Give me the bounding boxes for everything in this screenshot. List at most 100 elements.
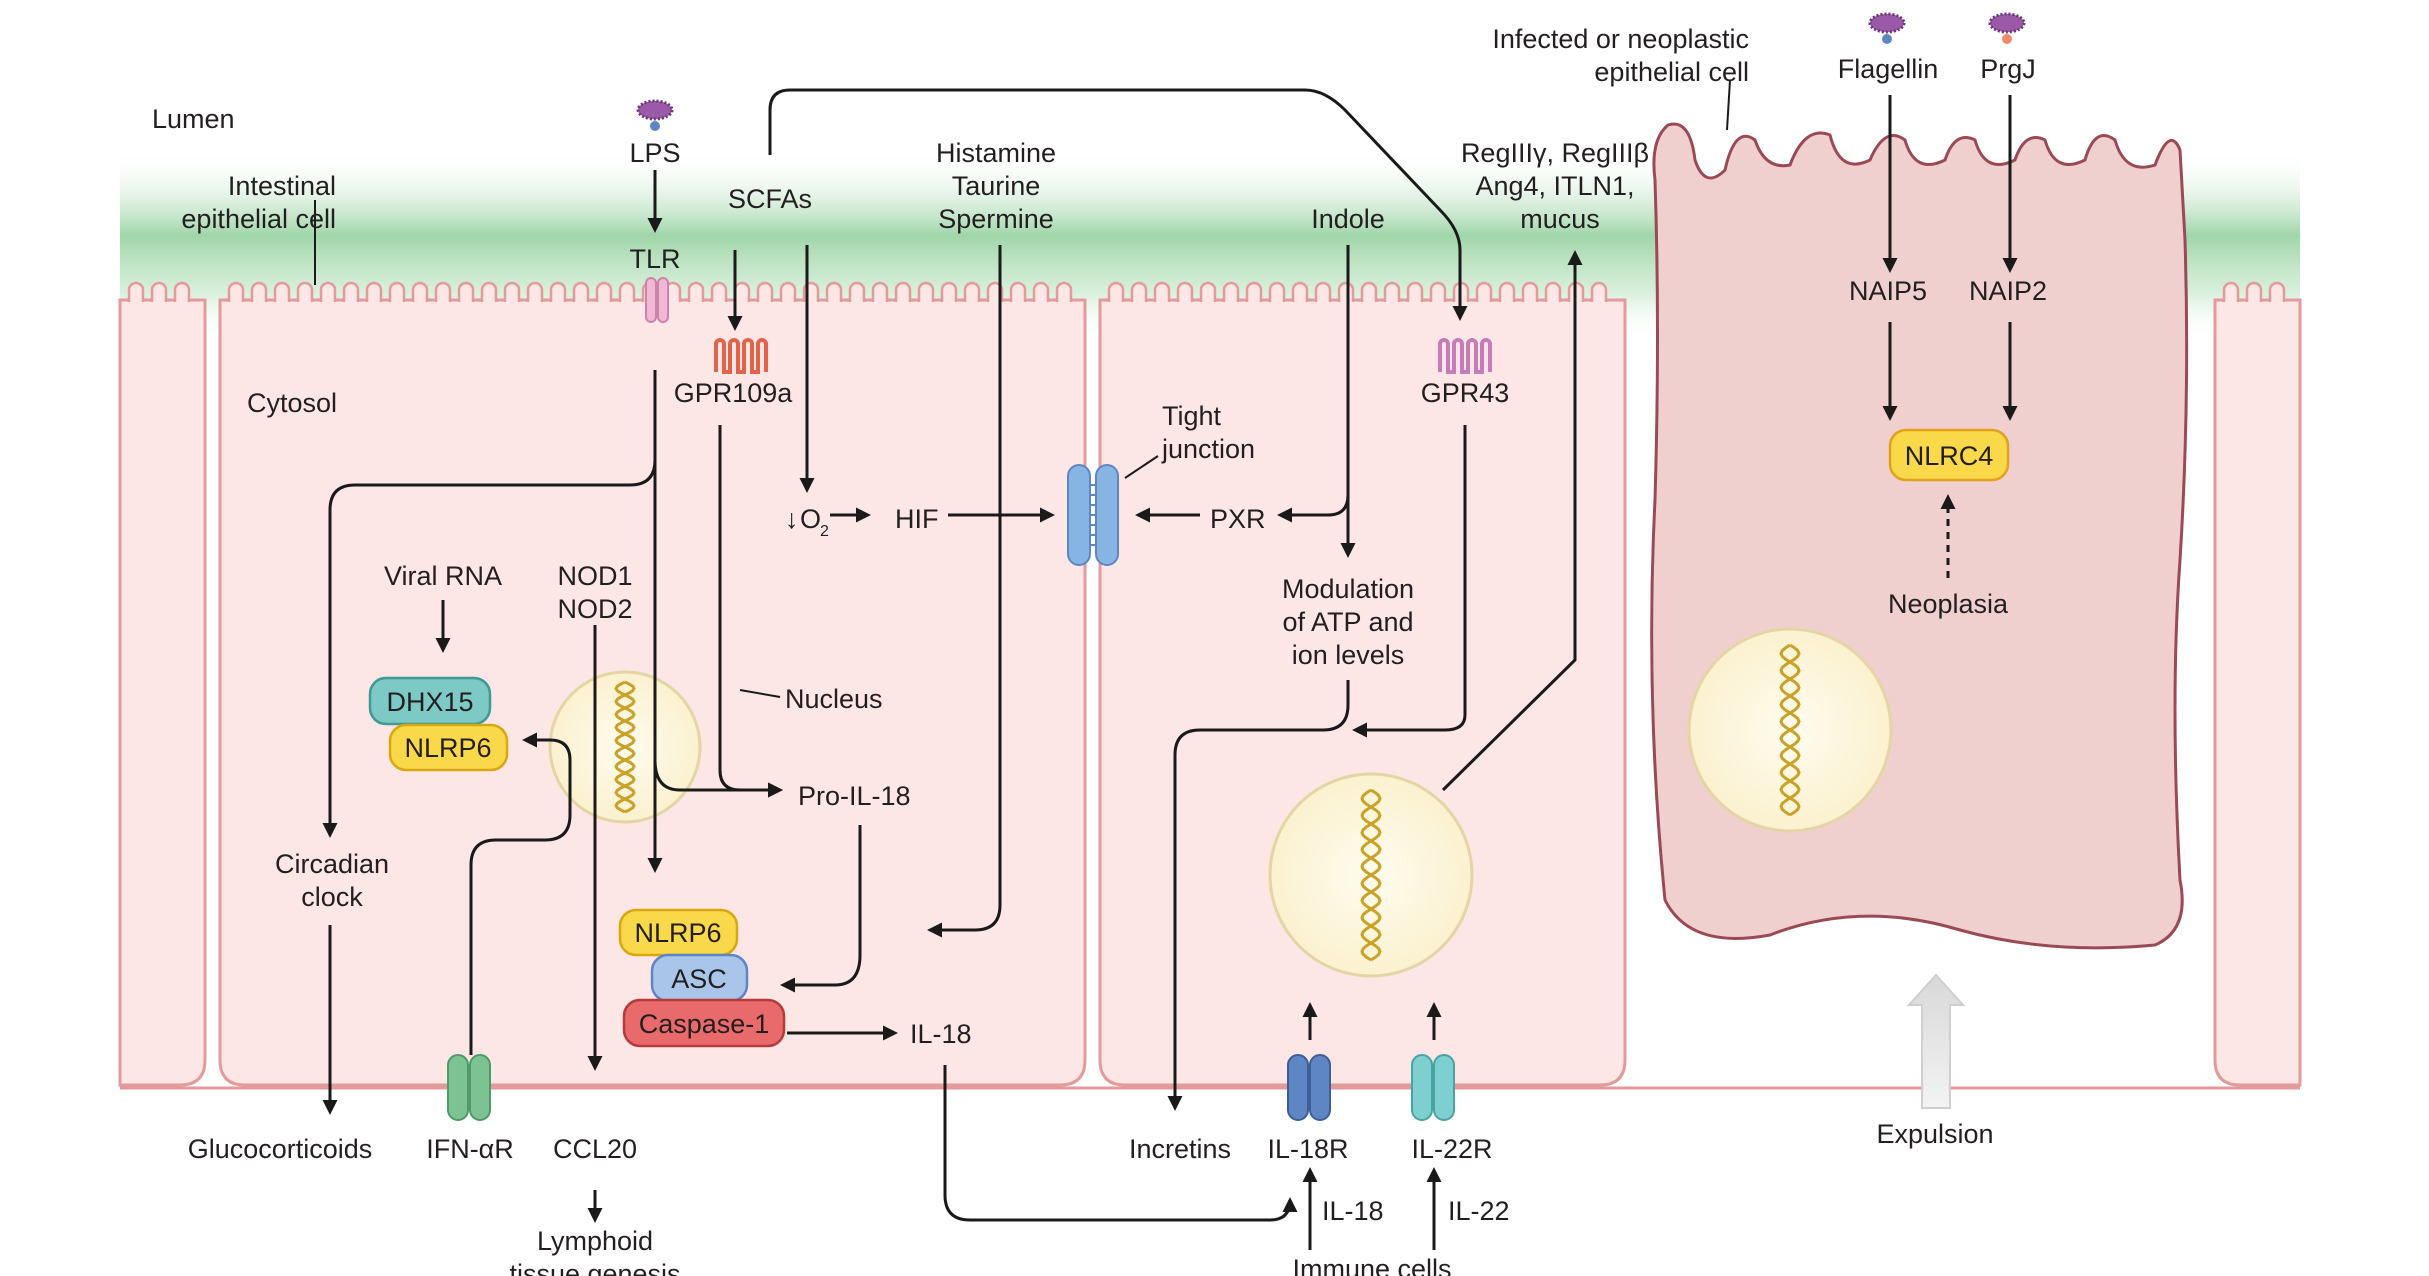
microvillus	[1590, 281, 1608, 302]
gpr43-gpcr-icon	[1438, 338, 1492, 374]
nlrp6-inflammasome-label: NLRP6	[634, 918, 721, 948]
microvillus	[2222, 281, 2240, 302]
il22r-label: IL-22R	[1411, 1134, 1492, 1164]
microvillus	[1130, 281, 1148, 302]
lymphoid-line2: tissue genesis	[509, 1259, 680, 1276]
microvillus	[1475, 281, 1493, 302]
scfas-label: SCFAs	[728, 184, 812, 214]
asc-protein: ASC	[650, 953, 749, 1003]
dhx15-protein: DHX15	[368, 676, 492, 726]
modulation-line3: ion levels	[1292, 640, 1405, 670]
microvillus	[250, 281, 268, 302]
ifn-ar-label: IFN-αR	[426, 1134, 514, 1164]
bacterium-icon-lps	[636, 99, 674, 131]
tlr-receptor-icon	[645, 277, 669, 323]
infected-epithelial-cell	[1650, 122, 2189, 950]
caspase1-label: Caspase-1	[639, 1009, 770, 1039]
microvillus	[173, 281, 191, 302]
tight-junction-line2: junction	[1161, 434, 1255, 464]
microvillus	[710, 281, 728, 302]
lumen-label: Lumen	[152, 104, 235, 134]
microvillus	[457, 281, 475, 302]
viral-rna-label: Viral RNA	[384, 561, 502, 591]
bacterium-icon-prgj	[1988, 12, 2026, 44]
microvillus	[894, 281, 912, 302]
taurine-label: Taurine	[952, 171, 1041, 201]
modulation-line2: of ATP and	[1282, 607, 1413, 637]
microvillus	[1498, 281, 1516, 302]
microvillus	[1107, 281, 1125, 302]
microvillus	[1009, 281, 1027, 302]
microvillus	[825, 281, 843, 302]
o2-label: O	[800, 504, 821, 534]
microvillus	[963, 281, 981, 302]
microvillus	[526, 281, 544, 302]
gpr109a-gpcr-icon	[714, 338, 768, 374]
il18-out-label: IL-18	[910, 1019, 972, 1049]
caspase1-protein: Caspase-1	[622, 998, 786, 1048]
dna-helix-icon	[1360, 788, 1382, 962]
nlrp6-top-protein: NLRP6	[388, 723, 509, 772]
il22r-receptor-icon	[1411, 1054, 1455, 1121]
ifn-ar-receptor-icon	[447, 1054, 491, 1121]
nod1-label: NOD1	[557, 561, 632, 591]
reg-line3: mucus	[1520, 204, 1600, 234]
microvillus	[319, 281, 337, 302]
microvillus	[127, 281, 145, 302]
o2-subscript: 2	[820, 523, 829, 540]
cell-right	[1098, 298, 1627, 1087]
microvillus	[365, 281, 383, 302]
nlrp6-inflammasome-protein: NLRP6	[618, 908, 739, 957]
dhx15-label: DHX15	[386, 687, 473, 717]
indole-label: Indole	[1311, 204, 1385, 234]
microvillus	[871, 281, 889, 302]
circadian-line2: clock	[301, 882, 363, 912]
intestinal-epithelial-cell-line1: Intestinal	[228, 171, 336, 201]
microvillus	[618, 281, 636, 302]
dna-helix-icon	[1779, 643, 1801, 817]
microvillus	[1268, 281, 1286, 302]
nucleus-infected	[1687, 627, 1893, 833]
dna-helix-icon	[614, 680, 636, 814]
microvillus	[411, 281, 429, 302]
intestinal-epithelial-cell-line2: epithelial cell	[181, 204, 336, 234]
gpr109a-label: GPR109a	[674, 378, 794, 408]
neoplasia-label: Neoplasia	[1888, 589, 2009, 619]
microvillus	[2268, 281, 2286, 302]
microvillus	[1055, 281, 1073, 302]
nlrc4-protein: NLRC4	[1888, 428, 2010, 482]
tight-junction-line1: Tight	[1162, 401, 1222, 431]
pathway-arrows	[314, 79, 2018, 1250]
microvillus	[1360, 281, 1378, 302]
ccl20-label: CCL20	[553, 1134, 637, 1164]
tlr-label: TLR	[629, 244, 680, 274]
infected-cell-line2: epithelial cell	[1594, 57, 1749, 87]
tight-junction-icon	[1067, 464, 1119, 566]
microvillus	[1337, 281, 1355, 302]
microvillus	[1245, 281, 1263, 302]
naip2-label: NAIP2	[1969, 276, 2047, 306]
il22-in-label: IL-22	[1448, 1196, 1510, 1226]
il18r-receptor-icon	[1287, 1054, 1331, 1121]
circadian-line1: Circadian	[275, 849, 389, 879]
il18r-label: IL-18R	[1267, 1134, 1348, 1164]
dna-strand	[614, 680, 636, 814]
dna-strand	[1360, 788, 1382, 962]
nucleus-label: Nucleus	[785, 684, 883, 714]
microvillus	[733, 281, 751, 302]
pxr-label: PXR	[1210, 504, 1266, 534]
naip5-label: NAIP5	[1849, 276, 1927, 306]
microvillus	[1406, 281, 1424, 302]
nlrp6-top-label: NLRP6	[404, 733, 491, 763]
immune-cells-label: Immune cells	[1292, 1254, 1451, 1276]
nucleus-right	[1268, 772, 1474, 978]
nlrc4-label: NLRC4	[1905, 441, 1994, 471]
microvillus	[1153, 281, 1171, 302]
bacterium-icon-flagellin	[1868, 12, 1906, 44]
nod2-label: NOD2	[557, 594, 632, 624]
microvillus	[296, 281, 314, 302]
microvillus	[595, 281, 613, 302]
microvillus	[150, 281, 168, 302]
microvillus	[1544, 281, 1562, 302]
